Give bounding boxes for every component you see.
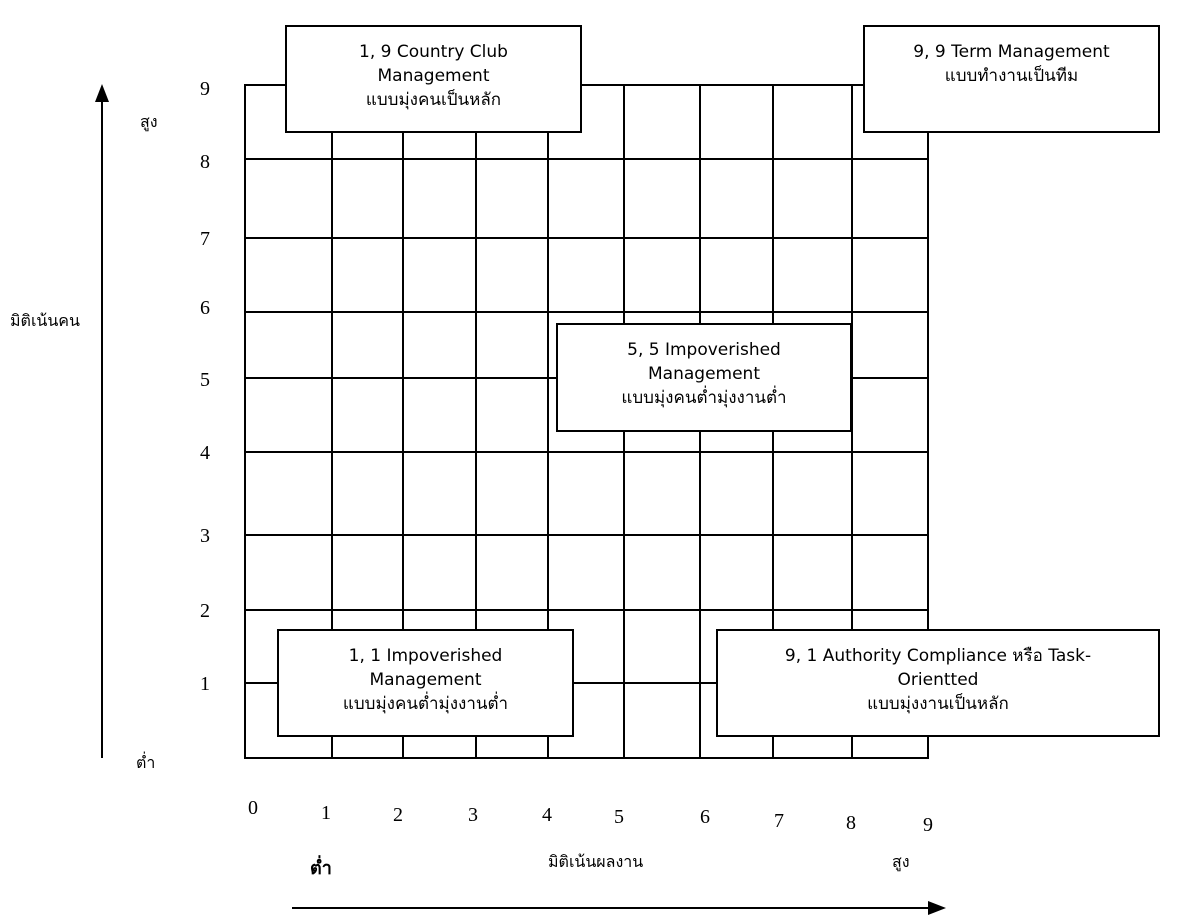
x-axis-title: มิติเน้นผลงาน xyxy=(548,852,644,871)
box-line: แบบมุ่งคนต่ำมุ่งงานต่ำ xyxy=(621,387,787,408)
y-tick-label: 9 xyxy=(200,78,210,100)
box-line: 5, 5 Impoverished xyxy=(627,340,781,360)
y-tick-label: 7 xyxy=(200,228,210,250)
task-oriented-box: 9, 1 Authority Compliance หรือ Task- Ori… xyxy=(716,629,1160,737)
box-line: 9, 1 Authority Compliance หรือ Task- xyxy=(784,646,1092,666)
x-tick-label: 0 xyxy=(248,797,258,819)
box-line: Management xyxy=(377,65,490,86)
x-tick-label: 6 xyxy=(700,806,710,828)
x-axis-arrow xyxy=(292,901,946,915)
x-axis-low-label: ต่ำ xyxy=(310,858,332,879)
x-tick-label: 4 xyxy=(542,804,552,826)
box-line: แบบมุ่งงานเป็นหลัก xyxy=(867,693,1009,714)
impoverished-box: 1, 1 Impoverished Management แบบมุ่งคนต่… xyxy=(277,629,574,737)
y-tick-label: 1 xyxy=(200,673,210,695)
box-line: Orientted xyxy=(897,669,979,690)
x-tick-label: 2 xyxy=(393,804,403,826)
box-line: แบบมุ่งคนต่ำมุ่งงานต่ำ xyxy=(342,693,509,714)
grid-outline xyxy=(244,84,929,759)
country-club-box: 1, 9 Country Club Management แบบมุ่งคนเป… xyxy=(285,25,582,133)
x-tick-label: 8 xyxy=(846,812,856,834)
y-tick-label: 6 xyxy=(200,297,210,319)
x-tick-label: 9 xyxy=(923,814,933,836)
y-axis-high-label: สูง xyxy=(140,112,158,131)
y-tick-labels: 1 2 3 4 5 6 7 8 9 xyxy=(200,78,210,695)
box-line: แบบทำงานเป็นทีม xyxy=(944,65,1079,86)
x-tick-labels: 0 1 2 3 4 5 6 7 8 9 xyxy=(248,797,933,836)
box-line: แบบมุ่งคนเป็นหลัก xyxy=(365,89,502,110)
y-axis-arrow xyxy=(95,84,109,758)
x-tick-label: 5 xyxy=(614,806,624,828)
y-tick-label: 8 xyxy=(200,151,210,173)
y-tick-label: 5 xyxy=(200,369,210,391)
y-tick-label: 2 xyxy=(200,600,210,622)
y-tick-label: 3 xyxy=(200,525,210,547)
team-management-box: 9, 9 Term Management แบบทำงานเป็นทีม xyxy=(863,25,1160,133)
box-line: 1, 9 Country Club xyxy=(359,42,508,62)
box-line: Management xyxy=(369,669,482,690)
y-tick-label: 4 xyxy=(200,442,210,464)
middle-road-box: 5, 5 Impoverished Management แบบมุ่งคนต่… xyxy=(556,323,852,432)
x-tick-label: 7 xyxy=(774,810,784,832)
box-line: 9, 9 Term Management xyxy=(913,42,1110,62)
x-axis-high-label: สูง xyxy=(892,852,910,871)
x-tick-label: 1 xyxy=(321,802,331,824)
y-axis-title: มิติเน้นคน xyxy=(10,311,80,330)
box-line: 1, 1 Impoverished xyxy=(348,646,503,666)
y-axis-low-label: ต่ำ xyxy=(136,753,156,772)
x-tick-label: 3 xyxy=(468,804,478,826)
box-line: Management xyxy=(648,363,760,384)
